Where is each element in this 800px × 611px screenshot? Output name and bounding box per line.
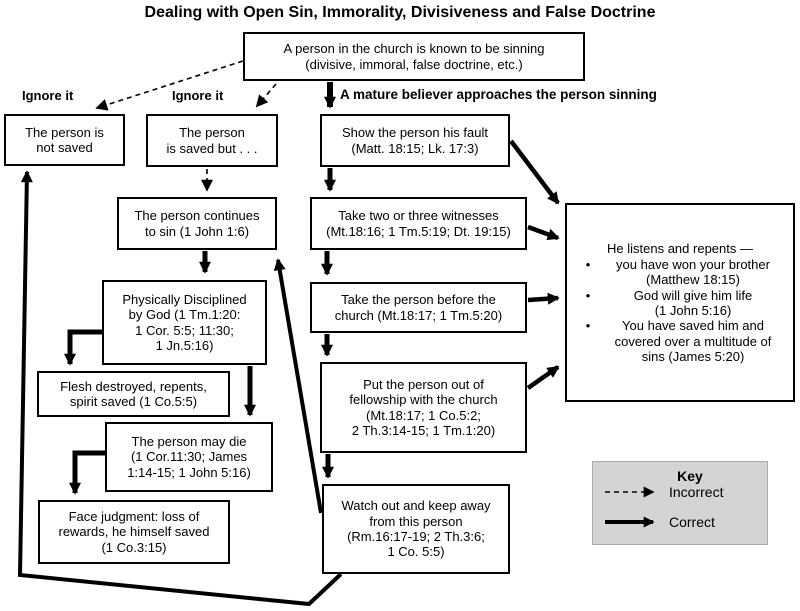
arrow-put-out-to-listens [526, 365, 560, 390]
listens-bullet-3: • You have saved him and covered over a … [575, 318, 785, 364]
legend-key: Key Incorrect Correct [592, 461, 768, 545]
arrow-disciplined-to-flesh [64, 329, 103, 366]
arrow-watch-out-to-continues [273, 258, 323, 514]
box-show-fault: Show the person his fault (Matt. 18:15; … [320, 114, 510, 167]
arrow-may-die-to-judgment [69, 450, 106, 495]
box-continues-sin: The person continues to sin (1 John 1:6) [117, 197, 277, 250]
box-witnesses: Take two or three witnesses (Mt.18:16; 1… [310, 197, 527, 250]
box-put-out: Put the person out of fellowship with th… [320, 362, 527, 453]
box-saved-but: The person is saved but . . . [146, 114, 278, 167]
legend-row-correct: Correct [603, 514, 757, 530]
box-not-saved: The person is not saved [4, 114, 125, 166]
legend-row-incorrect: Incorrect [603, 484, 757, 500]
arrow-incorrect-to-saved-but [255, 83, 277, 108]
bullet-icon: • [585, 287, 591, 303]
box-before-church: Take the person before the church (Mt.18… [310, 282, 527, 333]
arrow-before-church-to-listens [527, 292, 560, 305]
page-title: Dealing with Open Sin, Immorality, Divis… [144, 4, 656, 21]
box-face-judgment: Face judgment: loss of rewards, he himse… [38, 500, 230, 564]
bullet-icon: • [585, 318, 591, 334]
box-disciplined: Physically Disciplined by God (1 Tm.1:20… [102, 280, 267, 365]
legend-title: Key [677, 468, 703, 484]
bullet-icon: • [585, 257, 591, 273]
label-ignore-mid: Ignore it [172, 88, 224, 103]
dashed-arrow-icon [605, 486, 655, 498]
listens-heading: He listens and repents — [607, 240, 753, 256]
arrow-show-fault-to-listens [509, 139, 560, 205]
arrow-witnesses-to-listens [527, 224, 560, 241]
solid-arrow-icon [605, 516, 655, 528]
legend-incorrect-label: Incorrect [669, 484, 724, 500]
arrow-watch-out-to-not-saved [17, 170, 343, 607]
arrow-incorrect-to-not-saved [95, 60, 244, 111]
label-mature-believer: A mature believer approaches the person … [340, 87, 657, 102]
legend-correct-label: Correct [669, 514, 715, 530]
box-known-sinning: A person in the church is known to be si… [243, 32, 585, 81]
box-watch-out: Watch out and keep away from this person… [322, 484, 510, 574]
box-flesh-destroyed: Flesh destroyed, repents, spirit saved (… [37, 371, 230, 417]
label-ignore-left: Ignore it [22, 88, 74, 103]
listens-bullet-1: • you have won your brother (Matthew 18:… [575, 257, 785, 288]
listens-bullet-2: • God will give him life (1 John 5:16) [575, 288, 785, 319]
box-listens-repents: He listens and repents — • you have won … [565, 203, 795, 402]
box-may-die: The person may die (1 Cor.11:30; James 1… [105, 422, 273, 492]
